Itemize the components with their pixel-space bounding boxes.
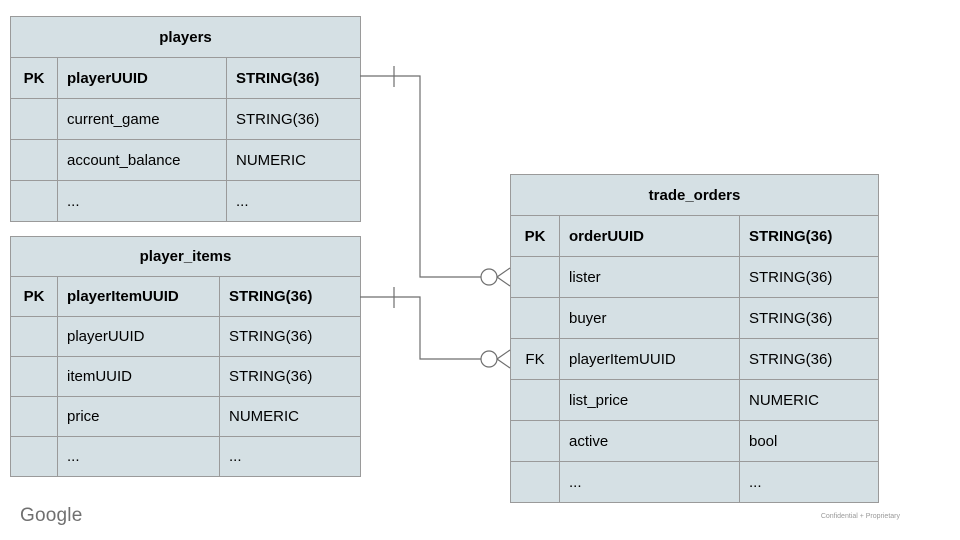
cell-field: ... [57,180,227,222]
cell-type: STRING(36) [739,256,879,298]
table-row: ... ... [10,180,362,222]
table-title: trade_orders [510,174,879,216]
table-row: buyer STRING(36) [510,297,879,339]
cell-field: playerItemUUID [57,276,220,317]
cell-key: PK [10,276,58,317]
cell-key: PK [10,57,58,99]
table-row: account_balance NUMERIC [10,139,362,181]
connector-line [360,75,481,278]
cell-type: STRING(36) [218,316,362,357]
table-row: ... ... [10,436,362,477]
cell-type: STRING(36) [739,297,879,339]
table-row: current_game STRING(36) [10,98,362,140]
cell-type: ... [218,436,362,477]
cell-key [10,139,58,181]
cell-field: playerUUID [57,316,220,357]
cell-type: bool [739,420,879,462]
cell-key [510,256,560,298]
cardinality-zero-circle [480,350,498,368]
table-row: list_price NUMERIC [510,379,879,421]
table-row: PK playerUUID STRING(36) [10,57,362,99]
table-row: itemUUID STRING(36) [10,356,362,397]
table-row: lister STRING(36) [510,256,879,298]
table-row: active bool [510,420,879,462]
cell-type: STRING(36) [218,356,362,397]
entity-table-players: players PK playerUUID STRING(36) current… [9,16,362,222]
table-title: player_items [9,236,362,277]
relationship-players-trade-orders [360,66,511,287]
cell-field: current_game [57,98,227,140]
cell-field: buyer [559,297,740,339]
cell-field: itemUUID [57,356,220,397]
table-row: PK orderUUID STRING(36) [510,215,879,257]
cell-field: price [57,396,220,437]
table-row: playerUUID STRING(36) [10,316,362,357]
cell-type: NUMERIC [739,379,879,421]
cell-key [10,396,58,437]
table-row: FK playerItemUUID STRING(36) [510,338,879,380]
cell-field: orderUUID [559,215,740,257]
entity-table-player-items: player_items PK playerItemUUID STRING(36… [9,236,362,477]
cell-type: STRING(36) [218,276,362,317]
cell-key [10,436,58,477]
confidential-note: Confidential + Proprietary [820,513,900,520]
cell-type: ... [739,461,879,503]
cell-type: NUMERIC [218,396,362,437]
cell-key [510,461,560,503]
cell-key [510,297,560,339]
cell-field: ... [559,461,740,503]
cell-key [10,356,58,397]
cell-key [510,420,560,462]
cell-field: account_balance [57,139,227,181]
cell-field: active [559,420,740,462]
cell-key [10,98,58,140]
cell-type: STRING(36) [739,215,879,257]
cell-key: FK [510,338,560,380]
cardinality-crow-foot [496,267,511,287]
cell-type: STRING(36) [225,98,362,140]
cell-field: ... [57,436,220,477]
cell-field: lister [559,256,740,298]
cardinality-crow-foot [496,349,511,369]
entity-table-trade-orders: trade_orders PK orderUUID STRING(36) lis… [510,174,879,503]
table-title: players [9,16,362,58]
cell-type: ... [225,180,362,222]
relationship-player-items-trade-orders [360,287,511,369]
cell-key [10,316,58,357]
table-row: price NUMERIC [10,396,362,437]
cell-field: list_price [559,379,740,421]
cell-type: STRING(36) [225,57,362,99]
cell-key [10,180,58,222]
cell-key [510,379,560,421]
cardinality-zero-circle [480,268,498,286]
cell-type: NUMERIC [225,139,362,181]
cell-type: STRING(36) [739,338,879,380]
table-row: PK playerItemUUID STRING(36) [10,276,362,317]
google-logo: Google [20,505,83,526]
cell-field: playerItemUUID [559,338,740,380]
cell-key: PK [510,215,560,257]
cell-field: playerUUID [57,57,227,99]
table-row: ... ... [510,461,879,503]
connector-line [360,296,481,360]
